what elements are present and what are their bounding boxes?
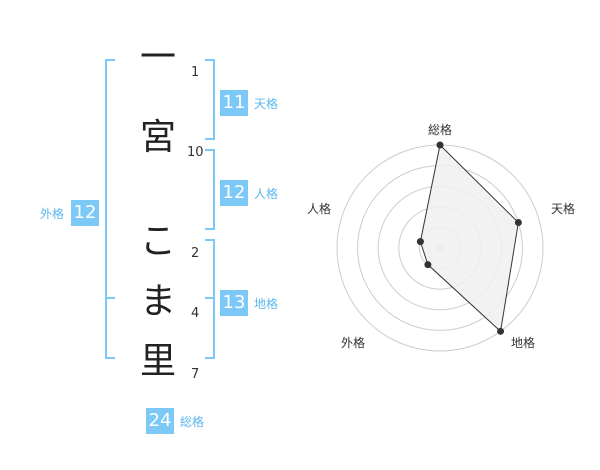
name-char-1: 一 [139, 37, 176, 78]
jinkaku-badge: 12 [220, 180, 248, 206]
radar-axis-label-tenkaku: 天格 [551, 202, 576, 216]
soukaku-label: 総格 [180, 415, 205, 429]
radar-point-3 [497, 327, 505, 335]
jinkaku-bracket [205, 149, 215, 230]
jinkaku-label: 人格 [254, 187, 279, 201]
radar-point-4 [424, 261, 432, 269]
stroke-count-3: 2 [191, 246, 200, 261]
stroke-count-5: 7 [191, 367, 200, 382]
stroke-count-1: 1 [191, 65, 200, 80]
tenkaku-badge: 11 [220, 90, 248, 116]
tenkaku-label: 天格 [254, 97, 279, 111]
soukaku-badge: 24 [146, 408, 174, 434]
chikaku-badge: 13 [220, 290, 248, 316]
name-char-2: 宮 [139, 117, 176, 158]
radar-axis-label-chikaku: 地格 [511, 336, 536, 350]
radar-point-2 [514, 219, 522, 227]
gaikaku-label: 外格 [40, 207, 65, 221]
tenkaku-bracket [205, 59, 215, 140]
radar-axis-label-soukaku: 総格 [428, 123, 453, 137]
radar-point-5 [416, 238, 424, 246]
radar-axis-label-gaikaku: 外格 [341, 336, 366, 350]
name-char-4: ま [139, 281, 176, 322]
radar-point-1 [436, 141, 444, 149]
radar-axis-label-jinkaku: 人格 [307, 202, 332, 216]
stroke-count-2: 10 [187, 145, 204, 160]
gaikaku-bracket [105, 59, 115, 359]
name-char-3: こ [139, 221, 176, 262]
gaikaku-badge: 12 [71, 200, 99, 226]
name-char-5: 里 [139, 341, 176, 382]
chikaku-label: 地格 [254, 297, 279, 311]
stroke-count-4: 4 [191, 306, 200, 321]
radar-series-polygon [419, 143, 519, 333]
